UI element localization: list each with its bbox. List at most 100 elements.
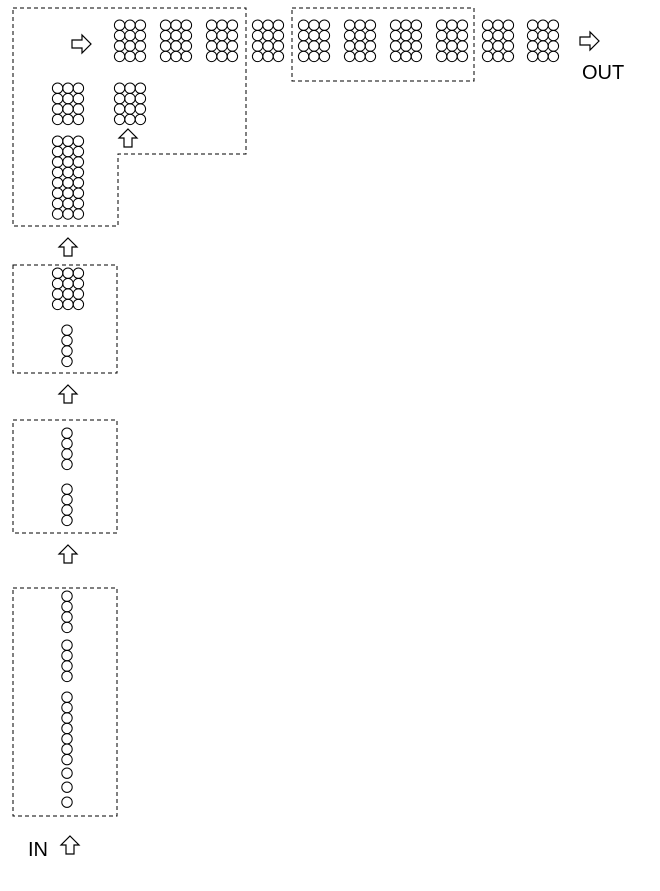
item-circle <box>537 40 549 52</box>
item-circle <box>62 113 74 126</box>
item-circle <box>492 29 504 42</box>
item-circle <box>364 50 377 63</box>
item-circle <box>61 743 73 755</box>
item-circle <box>343 19 356 31</box>
item-circle <box>297 40 310 52</box>
item-circle <box>61 712 73 724</box>
item-circle <box>61 621 73 634</box>
item-circle <box>526 40 539 52</box>
item-circle <box>72 92 85 105</box>
item-circle <box>51 197 64 210</box>
item-circle <box>216 50 228 63</box>
pack-3x4 <box>205 19 239 63</box>
arrow-up-icon <box>57 384 79 404</box>
item-circle <box>354 19 366 31</box>
container-items <box>51 19 560 808</box>
item-circle <box>62 288 74 300</box>
item-circle <box>124 19 136 31</box>
item-circle <box>61 355 73 368</box>
item-circle <box>72 103 85 115</box>
item-circle <box>134 29 147 42</box>
in-label: IN <box>28 839 48 861</box>
item-circle <box>72 156 85 168</box>
item-circle <box>446 40 458 52</box>
item-circle <box>272 40 285 52</box>
item-circle <box>251 50 264 63</box>
item-circle <box>262 19 274 31</box>
item-circle <box>61 324 73 336</box>
item-circle <box>72 277 85 290</box>
item-circle <box>62 277 74 290</box>
item-circle <box>61 600 73 613</box>
arrow-up-icon <box>57 237 79 257</box>
item-circle <box>51 156 64 168</box>
item-circle <box>51 277 64 290</box>
item-circle <box>205 19 218 31</box>
column-of-7 <box>61 691 73 766</box>
item-circle <box>502 40 515 52</box>
item-circle <box>61 458 73 471</box>
item-circle <box>205 50 218 63</box>
item-circle <box>456 29 469 42</box>
item-circle <box>61 437 73 450</box>
item-circle <box>159 19 172 31</box>
item-circle <box>262 50 274 63</box>
item-circle <box>62 208 74 220</box>
item-circle <box>170 40 182 52</box>
item-circle <box>62 92 74 105</box>
stage-box-l-shaped <box>12 7 247 227</box>
item-circle <box>62 103 74 115</box>
item-circle <box>297 50 310 63</box>
item-circle <box>435 19 448 31</box>
item-circle <box>318 19 331 31</box>
item-circle <box>502 29 515 42</box>
item-circle <box>159 50 172 63</box>
item-circle <box>72 267 85 279</box>
item-circle <box>456 50 469 63</box>
pack-3x4 <box>297 19 331 63</box>
item-circle <box>537 50 549 63</box>
item-circle <box>400 19 412 31</box>
item-circle <box>72 208 85 220</box>
item-circle <box>61 483 73 495</box>
item-circle <box>446 50 458 63</box>
item-circle <box>481 19 494 31</box>
item-circle <box>481 40 494 52</box>
item-circle <box>124 113 136 126</box>
item-circle <box>170 19 182 31</box>
item-circle <box>526 50 539 63</box>
column-of-4 <box>61 427 73 471</box>
item-circle <box>134 19 147 31</box>
out-label: OUT <box>582 62 624 84</box>
item-circle <box>226 19 239 31</box>
item-circle <box>124 82 136 94</box>
arrow-right-icon <box>71 33 92 55</box>
item-circle <box>113 19 126 31</box>
item-circle <box>72 82 85 94</box>
item-circle <box>159 40 172 52</box>
item-circle <box>547 29 560 42</box>
item-circle <box>262 40 274 52</box>
item-circle <box>61 660 73 672</box>
item-circle <box>72 135 85 147</box>
item-circle <box>446 29 458 42</box>
item-circle <box>61 448 73 460</box>
stage-box-top <box>291 7 475 82</box>
item-circle <box>134 92 147 105</box>
item-circle <box>226 40 239 52</box>
item-circle <box>124 29 136 42</box>
item-circle <box>62 298 74 311</box>
item-circle <box>51 187 64 199</box>
item-circle <box>113 50 126 63</box>
item-circle <box>297 29 310 42</box>
pack-3x4 <box>389 19 423 63</box>
item-circle <box>61 670 73 683</box>
item-circle <box>124 40 136 52</box>
item-circle <box>526 29 539 42</box>
item-circle <box>400 40 412 52</box>
pack-3x4 <box>251 19 285 63</box>
item-circle <box>51 267 64 279</box>
item-circle <box>72 145 85 158</box>
item-circle <box>216 29 228 42</box>
item-circle <box>51 298 64 311</box>
